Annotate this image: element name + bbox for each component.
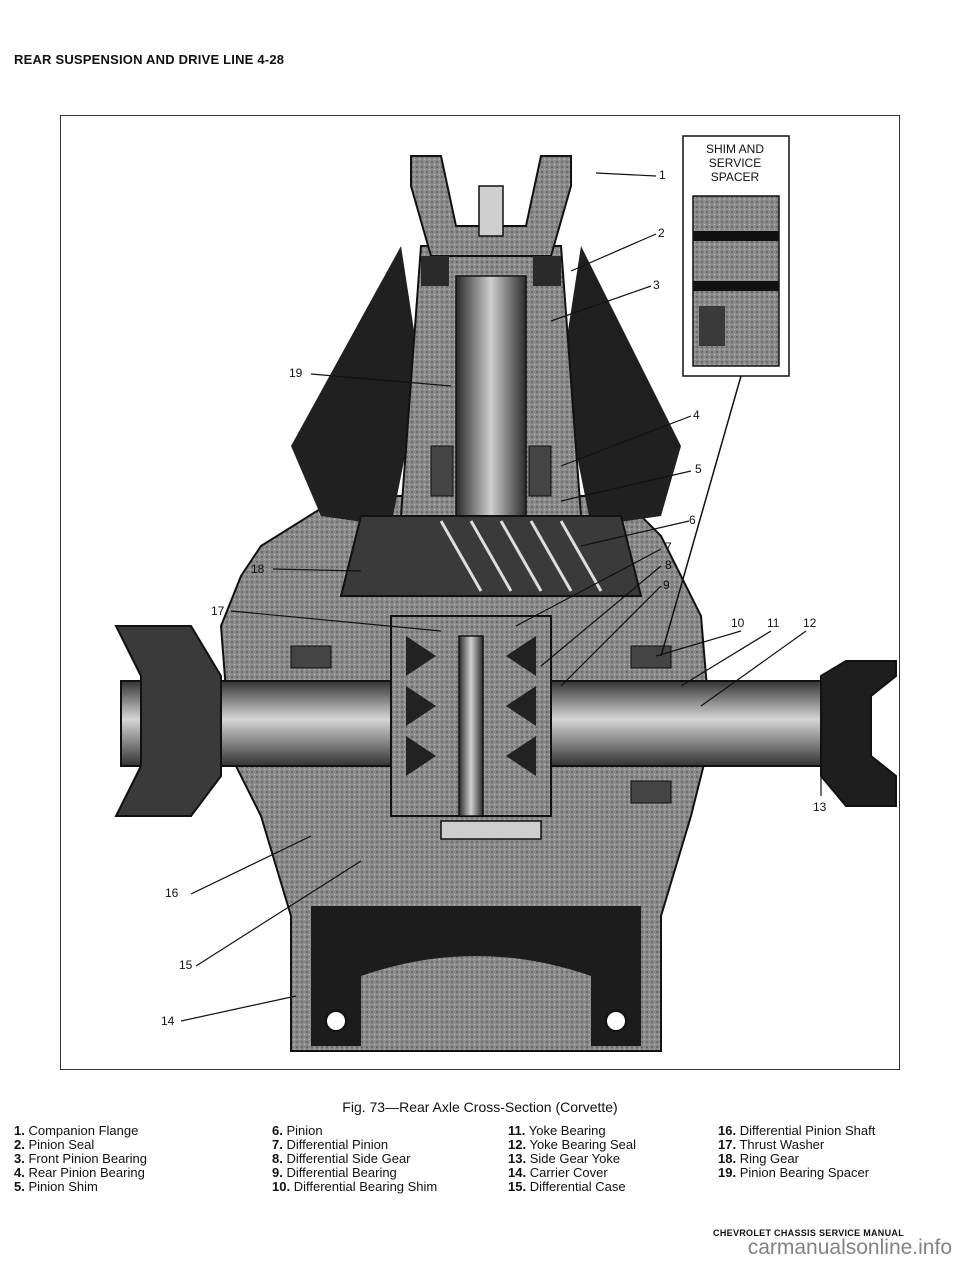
differential-bearing-lower (630, 780, 672, 804)
callout-16: 16 (165, 886, 179, 900)
callout-17: 17 (211, 604, 225, 618)
side-gear-yoke-right (820, 660, 897, 807)
callout-2: 2 (658, 226, 665, 240)
rear-pinion-bearing-left (430, 445, 454, 497)
legend-item: 6. Pinion (272, 1123, 323, 1138)
inset-shim (693, 231, 779, 241)
rear-pinion-bearing-right (528, 445, 552, 497)
left-shroud (291, 246, 421, 526)
legend-item: 1. Companion Flange (14, 1123, 139, 1138)
cover-bolt-hole-right (605, 1010, 627, 1032)
side-gear-teeth (406, 636, 536, 776)
inset-label-line-1: SHIM AND (705, 142, 764, 156)
lock-screw (440, 820, 542, 840)
callout-13: 13 (813, 800, 827, 814)
legend-item: 19. Pinion Bearing Spacer (718, 1165, 870, 1180)
pinion-gear-teeth (439, 520, 603, 592)
page-header: REAR SUSPENSION AND DRIVE LINE 4-28 (14, 52, 285, 67)
carrier-cover (311, 906, 641, 1046)
callout-14: 14 (161, 1014, 175, 1028)
legend-item: 17. Thrust Washer (718, 1137, 825, 1152)
cover-bolt-hole-left (325, 1010, 347, 1032)
callout-15: 15 (179, 958, 193, 972)
legend-item: 3. Front Pinion Bearing (14, 1151, 147, 1166)
legend-item: 15. Differential Case (508, 1179, 626, 1194)
pinion-nut (478, 185, 504, 237)
callout-8: 8 (665, 558, 672, 572)
legend-item: 14. Carrier Cover (508, 1165, 608, 1180)
inset-bearing (699, 306, 725, 346)
legend-item: 18. Ring Gear (718, 1151, 799, 1166)
legend-item: 10. Differential Bearing Shim (272, 1179, 438, 1194)
companion-flange (410, 155, 572, 257)
inset-label: SHIM AND SERVICE SPACER (687, 142, 783, 184)
figure-caption: Fig. 73—Rear Axle Cross-Section (Corvett… (342, 1099, 618, 1115)
callout-11: 11 (767, 616, 780, 630)
legend-item: 13. Side Gear Yoke (508, 1151, 621, 1166)
legend-item: 9. Differential Bearing (272, 1165, 397, 1180)
legend-item: 16. Differential Pinion Shaft (718, 1123, 876, 1138)
pinion-shaft (455, 275, 527, 517)
inset-leader-line (660, 375, 742, 657)
right-shroud (561, 246, 681, 526)
legend-item: 7. Differential Pinion (272, 1137, 389, 1152)
differential-bearing-upper (630, 645, 672, 669)
legend-item: 5. Pinion Shim (14, 1179, 98, 1194)
differential-bearing-upper-left (290, 645, 332, 669)
figure-frame: SHIM AND SERVICE SPACER 1 2 3 4 5 6 7 8 … (60, 115, 900, 1070)
legend-item: 4. Rear Pinion Bearing (14, 1165, 145, 1180)
legend-item: 8. Differential Side Gear (272, 1151, 411, 1166)
callout-19: 19 (289, 366, 303, 380)
callout-3: 3 (653, 278, 660, 292)
axle-cross-section-illustration (114, 135, 897, 1052)
legend-item: 12. Yoke Bearing Seal (508, 1137, 636, 1152)
pinion-seal-left (421, 256, 449, 286)
differential-pinion-shaft (458, 635, 484, 817)
page-footer: CHEVROLET CHASSIS SERVICE MANUAL (713, 1228, 904, 1238)
callout-7: 7 (665, 540, 672, 554)
side-gear-yoke-left (114, 625, 222, 817)
legend-item: 2. Pinion Seal (14, 1137, 95, 1152)
legend-item: 11. Yoke Bearing (508, 1123, 606, 1138)
callout-4: 4 (693, 408, 700, 422)
inset-spacer (693, 281, 779, 291)
legend-column-3: 11. Yoke Bearing 12. Yoke Bearing Seal 1… (508, 1124, 636, 1194)
legend-column-1: 1. Companion Flange 2. Pinion Seal 3. Fr… (14, 1124, 147, 1194)
callout-leader-lines (180, 172, 822, 1022)
inset-label-line-2: SERVICE (708, 156, 762, 170)
callout-5: 5 (695, 462, 702, 476)
callout-1: 1 (659, 168, 666, 182)
callout-10: 10 (731, 616, 745, 630)
callout-12: 12 (803, 616, 817, 630)
legend-column-2: 6. Pinion 7. Differential Pinion 8. Diff… (272, 1124, 437, 1194)
inset-label-line-3: SPACER (710, 170, 760, 184)
legend-column-4: 16. Differential Pinion Shaft 17. Thrust… (718, 1124, 875, 1180)
watermark: carmanualsonline.info (747, 1236, 952, 1259)
callout-6: 6 (689, 513, 696, 527)
callout-9: 9 (663, 578, 670, 592)
pinion-seal-right (533, 256, 561, 286)
callout-18: 18 (251, 562, 265, 576)
